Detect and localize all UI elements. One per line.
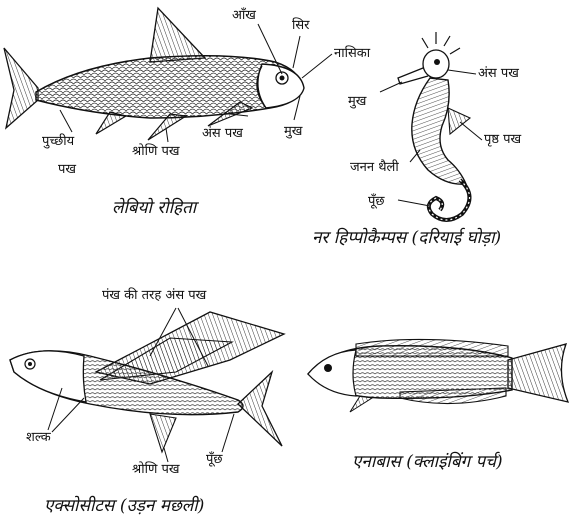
label-hippocampus-dorsal-fin: पृष्ठ पख (484, 132, 521, 147)
label-exocoetus-scales: शल्क (26, 430, 51, 445)
hippocampus-drawing (380, 32, 482, 220)
label-labeo-pelvic-fin: श्रोणि पख (132, 144, 180, 159)
label-labeo-caudal-fin-2: पख (58, 162, 76, 177)
label-exocoetus-pelvic-fin: श्रोणि पख (132, 462, 180, 477)
caption-exocoetus: एक्सोसीटस (उड़न मछली) (44, 496, 204, 516)
label-exocoetus-tail: पूँछ (206, 452, 223, 467)
caption-hippocampus: नर हिप्पोकैम्पस (दरियाई घोड़ा) (312, 228, 501, 248)
labeo-fish-drawing (4, 8, 332, 142)
label-labeo-pectoral-fin: अंस पख (202, 126, 243, 141)
label-hippocampus-pectoral-fin: अंस पख (478, 66, 519, 81)
label-hippocampus-tail: पूँछ (368, 194, 385, 209)
label-hippocampus-mouth: मुख (348, 94, 366, 109)
label-labeo-nostril: नासिका (334, 46, 370, 61)
caption-labeo: लेबियो रोहिता (112, 198, 196, 218)
label-labeo-mouth: मुख (284, 124, 302, 139)
label-labeo-head: सिर (292, 18, 309, 33)
caption-anabas: एनाबास (क्लाइंबिंग पर्च) (352, 452, 503, 472)
label-labeo-eye: आँख (232, 8, 256, 23)
label-exocoetus-wing-fin: पंख की तरह अंस पख (102, 288, 206, 303)
label-labeo-caudal-fin-1: पुच्छीय (42, 134, 74, 149)
anabas-drawing (308, 339, 568, 412)
exocoetus-drawing (10, 308, 284, 462)
label-hippocampus-brood-pouch: जनन थैली (350, 160, 399, 175)
